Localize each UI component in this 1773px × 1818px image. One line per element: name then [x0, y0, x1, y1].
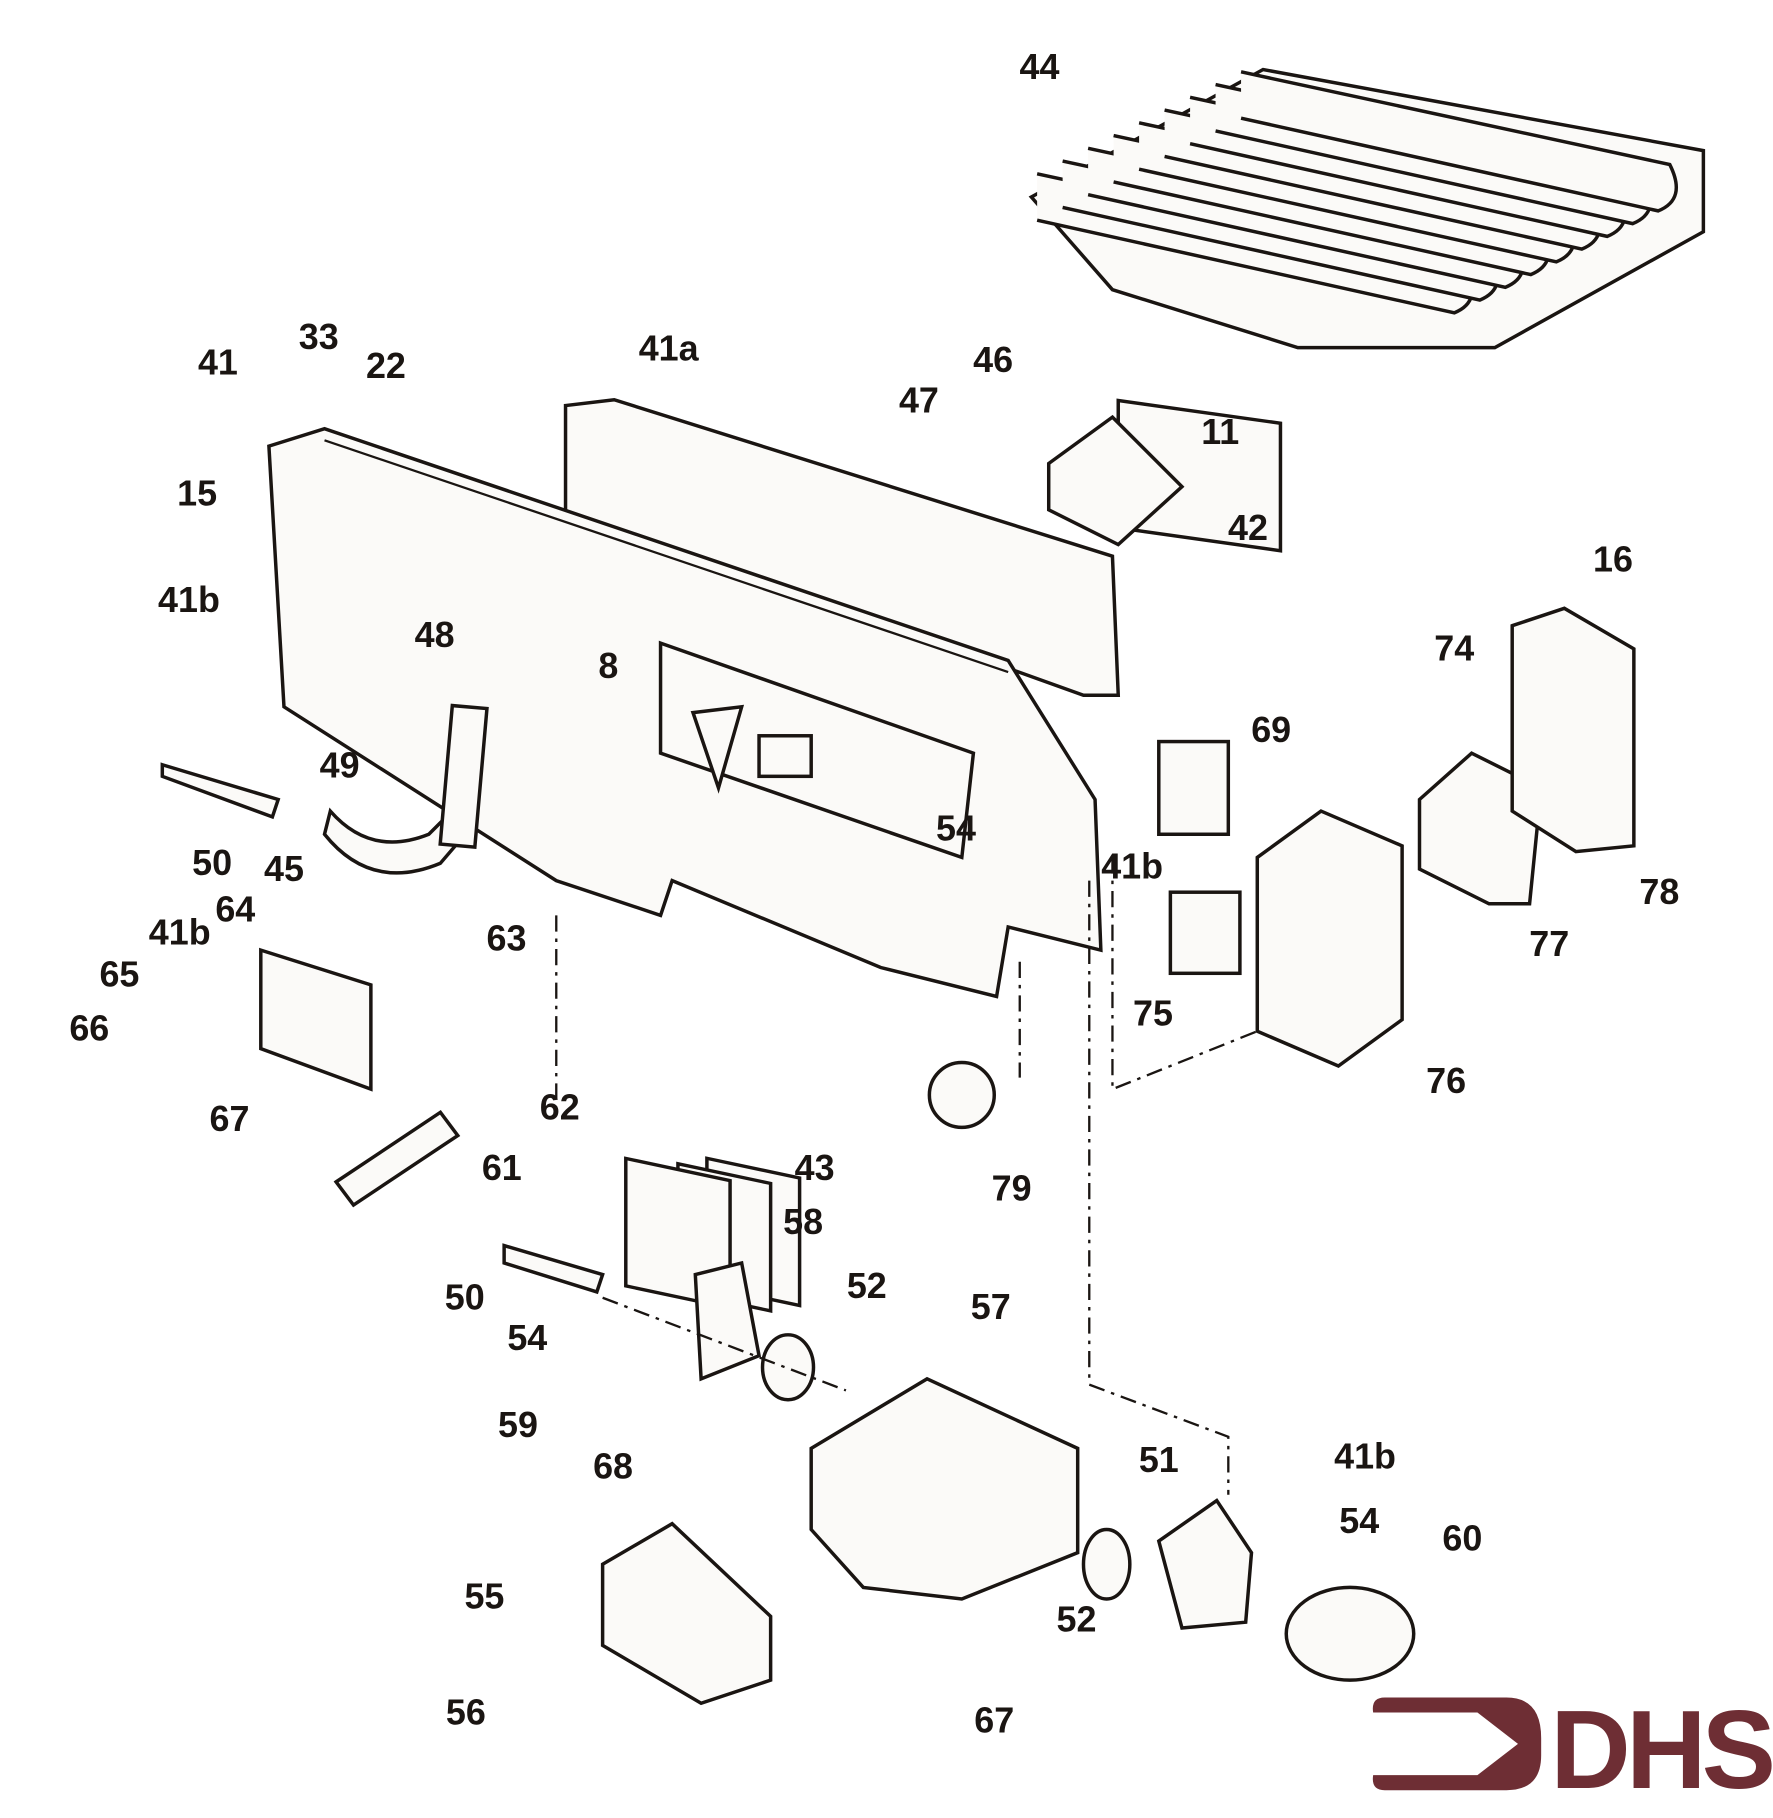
gas-valve-57	[809, 1376, 1080, 1601]
part-label: 67	[210, 1098, 250, 1139]
part-label: 54	[507, 1317, 547, 1358]
part-label: 52	[1057, 1599, 1097, 1640]
part-label: 76	[1426, 1060, 1466, 1101]
part-label: 63	[486, 917, 526, 958]
part-label: 66	[69, 1008, 109, 1049]
igniter-61	[333, 1109, 461, 1208]
pipe-50	[502, 1243, 605, 1295]
part-label: 16	[1593, 538, 1633, 579]
part-label: 79	[992, 1168, 1032, 1209]
part-label: 41b	[1101, 846, 1163, 887]
part-label: 58	[783, 1201, 823, 1242]
cover-55	[600, 1521, 773, 1706]
bracket-51	[1156, 1498, 1254, 1630]
part-label: 65	[99, 953, 139, 994]
part-label: 54	[936, 807, 976, 848]
part-label: 78	[1639, 871, 1679, 912]
part-69	[1157, 739, 1231, 837]
part-label: 59	[498, 1404, 538, 1445]
part-label: 54	[1339, 1500, 1379, 1541]
part-label: 51	[1139, 1439, 1179, 1480]
part-58	[693, 1260, 762, 1382]
part-label: 52	[847, 1265, 887, 1306]
pipe-50b	[160, 762, 281, 820]
part-label: 55	[464, 1575, 504, 1616]
part-label: 74	[1434, 628, 1474, 669]
part-label: 50	[192, 842, 232, 883]
part-label: 22	[366, 345, 406, 386]
part-label: 41b	[1334, 1435, 1396, 1476]
shield-42	[1046, 414, 1185, 547]
dhs-logo: DHS	[1372, 1687, 1773, 1812]
part-label: 42	[1228, 507, 1268, 548]
part-label: 61	[482, 1147, 522, 1188]
part-label: 48	[415, 614, 455, 655]
frame-78	[1510, 606, 1636, 854]
part-label: 33	[299, 316, 339, 357]
fitting-60	[1284, 1585, 1416, 1682]
control-plate	[658, 640, 976, 860]
part-label: 11	[1201, 411, 1239, 452]
box-76	[1255, 809, 1404, 1068]
part-label: 68	[593, 1446, 633, 1487]
oring-52b	[1081, 1527, 1132, 1601]
part-label: 67	[974, 1699, 1014, 1740]
part-label: 69	[1251, 709, 1291, 750]
part-label: 41b	[158, 579, 220, 620]
logo-text: DHS	[1550, 1687, 1771, 1812]
burner-tube	[1240, 70, 1679, 213]
part-label: 43	[795, 1147, 835, 1188]
part-label: 8	[598, 645, 618, 686]
part-label: 47	[899, 380, 939, 421]
part-label: 77	[1529, 923, 1569, 964]
plate-64	[259, 947, 373, 1092]
part-label: 64	[215, 888, 255, 929]
part-75	[1168, 890, 1242, 976]
part-label: 56	[446, 1691, 486, 1732]
part-label: 41b	[149, 912, 211, 953]
part-label: 45	[264, 848, 304, 889]
part-label: 50	[445, 1277, 485, 1318]
part-label: 15	[177, 472, 217, 513]
part-label: 60	[1442, 1518, 1482, 1559]
part-label: 75	[1133, 993, 1173, 1034]
knob-79	[927, 1060, 996, 1130]
oring-52	[760, 1333, 816, 1402]
burner-assembly	[1028, 67, 1706, 553]
part-label: 41a	[639, 328, 700, 369]
part-label: 57	[971, 1286, 1011, 1327]
bracket-48	[438, 703, 489, 849]
part-label: 41	[198, 341, 238, 382]
part-label: 49	[320, 745, 360, 786]
part-label: 62	[540, 1087, 580, 1128]
part-label: 44	[1019, 46, 1059, 87]
part-label: 46	[973, 339, 1013, 380]
